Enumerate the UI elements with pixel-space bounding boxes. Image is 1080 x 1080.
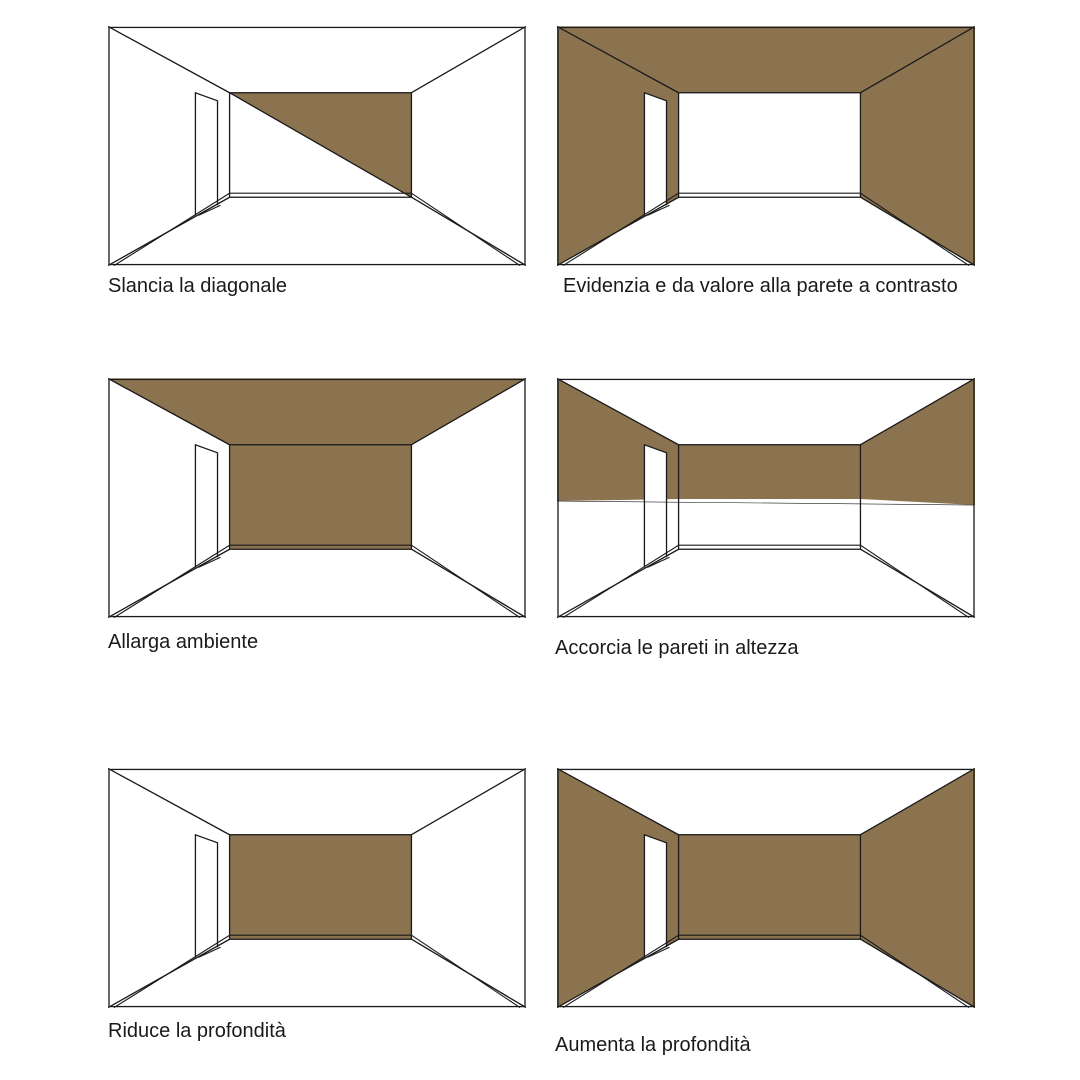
back-wall-fill — [229, 834, 412, 940]
door-fill — [644, 444, 667, 568]
room-diagram — [108, 378, 526, 618]
caption: Accorcia le pareti in altezza — [555, 637, 799, 659]
edge-top-right — [411, 768, 526, 836]
caption: Riduce la profondità — [108, 1020, 286, 1042]
room-diagram — [557, 768, 975, 1008]
back-wall-outline — [677, 92, 862, 198]
baseboard-left — [562, 192, 679, 266]
frame — [557, 26, 975, 266]
baseboard-left — [113, 934, 230, 1008]
baseboard-left — [562, 934, 679, 1008]
baseboard-right — [860, 192, 970, 266]
right-wall-fill — [860, 768, 975, 1008]
room-diagram — [557, 378, 975, 618]
back-wall-outline — [677, 834, 862, 940]
room-diagram — [108, 768, 526, 1008]
edge-top-right — [860, 378, 975, 446]
edge-top-left — [108, 768, 230, 836]
back-wall-fill — [229, 444, 412, 550]
frame — [557, 378, 975, 618]
ceiling-fill — [557, 26, 975, 93]
door-outline — [194, 91, 219, 216]
ceiling-fill — [108, 378, 526, 445]
room-diagram — [557, 26, 975, 266]
door-outline — [643, 91, 668, 216]
room-diagram — [108, 26, 526, 266]
back-wall-outline — [677, 444, 862, 550]
door-sill — [198, 556, 221, 568]
right-wall-band — [860, 378, 975, 506]
frame — [557, 768, 975, 1008]
baseboard-left — [113, 192, 230, 266]
door-sill — [198, 946, 221, 958]
diagonal-line — [229, 92, 412, 198]
door-fill — [644, 92, 667, 216]
door-fill — [644, 834, 667, 958]
door-fill — [195, 92, 218, 216]
edge-top-right — [411, 26, 526, 94]
door-outline — [643, 443, 668, 568]
frame — [108, 378, 526, 618]
baseboard-right — [411, 934, 521, 1008]
edge-top-right — [860, 768, 975, 836]
caption: Allarga ambiente — [108, 631, 259, 653]
back-wall-outline — [228, 834, 413, 940]
caption: Evidenzia e da valore alla parete a cont… — [563, 275, 958, 297]
back-wall-outline — [228, 92, 413, 198]
door-sill — [647, 946, 670, 958]
edge-top-left — [557, 768, 679, 836]
baseboard-left — [562, 544, 679, 618]
right-wall-fill — [860, 26, 975, 266]
back-wall-band — [678, 444, 861, 500]
edge-top-left — [557, 26, 679, 94]
door-fill — [195, 834, 218, 958]
baseboard-right — [411, 192, 521, 266]
edge-top-right — [411, 378, 526, 446]
baseboard-right — [860, 934, 970, 1008]
baseboard-left — [113, 544, 230, 618]
caption: Slancia la diagonale — [108, 275, 288, 297]
baseboard-right — [860, 544, 970, 618]
door-outline — [194, 443, 219, 568]
door-sill — [198, 204, 221, 216]
door-outline — [643, 833, 668, 958]
band-edge — [557, 500, 975, 506]
door-fill — [195, 444, 218, 568]
edge-top-right — [860, 26, 975, 94]
baseboard-right — [411, 544, 521, 618]
door-sill — [647, 556, 670, 568]
frame — [108, 768, 526, 1008]
caption: Aumenta la profondità — [555, 1034, 751, 1056]
edge-top-left — [108, 378, 230, 446]
door-sill — [647, 204, 670, 216]
frame — [108, 26, 526, 266]
edge-top-left — [108, 26, 230, 94]
edge-top-left — [557, 378, 679, 446]
back-wall-outline — [228, 444, 413, 550]
door-outline — [194, 833, 219, 958]
back-wall-fill — [678, 834, 861, 940]
